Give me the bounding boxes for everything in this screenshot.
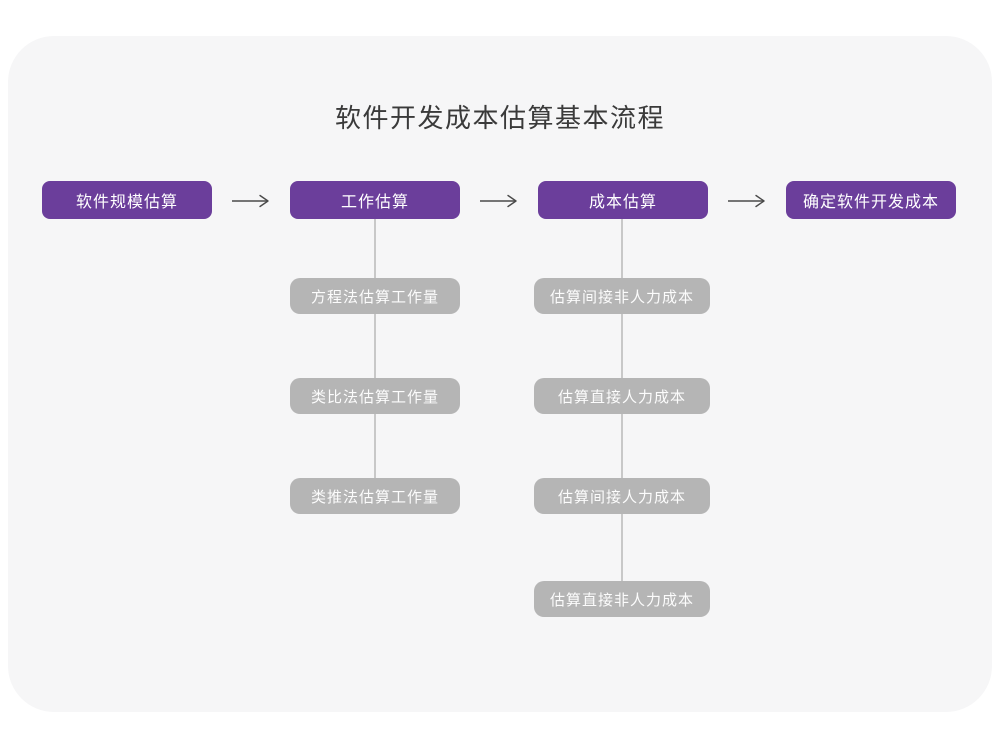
node-software-scale-estimation: 软件规模估算 — [42, 181, 212, 219]
node-label: 成本估算 — [588, 194, 657, 211]
node-work-estimation: 工作估算 — [290, 181, 460, 219]
node-label: 确定软件开发成本 — [802, 194, 939, 211]
node-direct-non-labor-cost: 估算直接非人力成本 — [534, 581, 710, 617]
node-label: 估算间接非人力成本 — [549, 288, 694, 306]
connector-work-estimation-branch — [374, 219, 376, 496]
node-cost-estimation: 成本估算 — [538, 181, 708, 219]
node-direct-labor-cost: 估算直接人力成本 — [534, 378, 710, 414]
node-label: 估算直接非人力成本 — [549, 591, 694, 609]
node-label: 估算间接人力成本 — [557, 488, 686, 506]
node-label: 方程法估算工作量 — [310, 288, 439, 306]
node-equation-method: 方程法估算工作量 — [290, 278, 460, 314]
node-determine-dev-cost: 确定软件开发成本 — [786, 181, 956, 219]
node-indirect-non-labor-cost: 估算间接非人力成本 — [534, 278, 710, 314]
node-label: 估算直接人力成本 — [557, 388, 686, 406]
node-analogy-method: 类比法估算工作量 — [290, 378, 460, 414]
diagram-canvas — [8, 36, 992, 712]
node-extrapolation-method: 类推法估算工作量 — [290, 478, 460, 514]
arrow-icon — [479, 193, 519, 209]
node-label: 类比法估算工作量 — [310, 388, 439, 406]
node-label: 工作估算 — [340, 194, 409, 211]
node-indirect-labor-cost: 估算间接人力成本 — [534, 478, 710, 514]
node-label: 软件规模估算 — [75, 194, 178, 211]
arrow-icon — [231, 193, 271, 209]
page-title: 软件开发成本估算基本流程 — [334, 103, 665, 133]
arrow-icon — [727, 193, 767, 209]
node-label: 类推法估算工作量 — [310, 488, 439, 506]
